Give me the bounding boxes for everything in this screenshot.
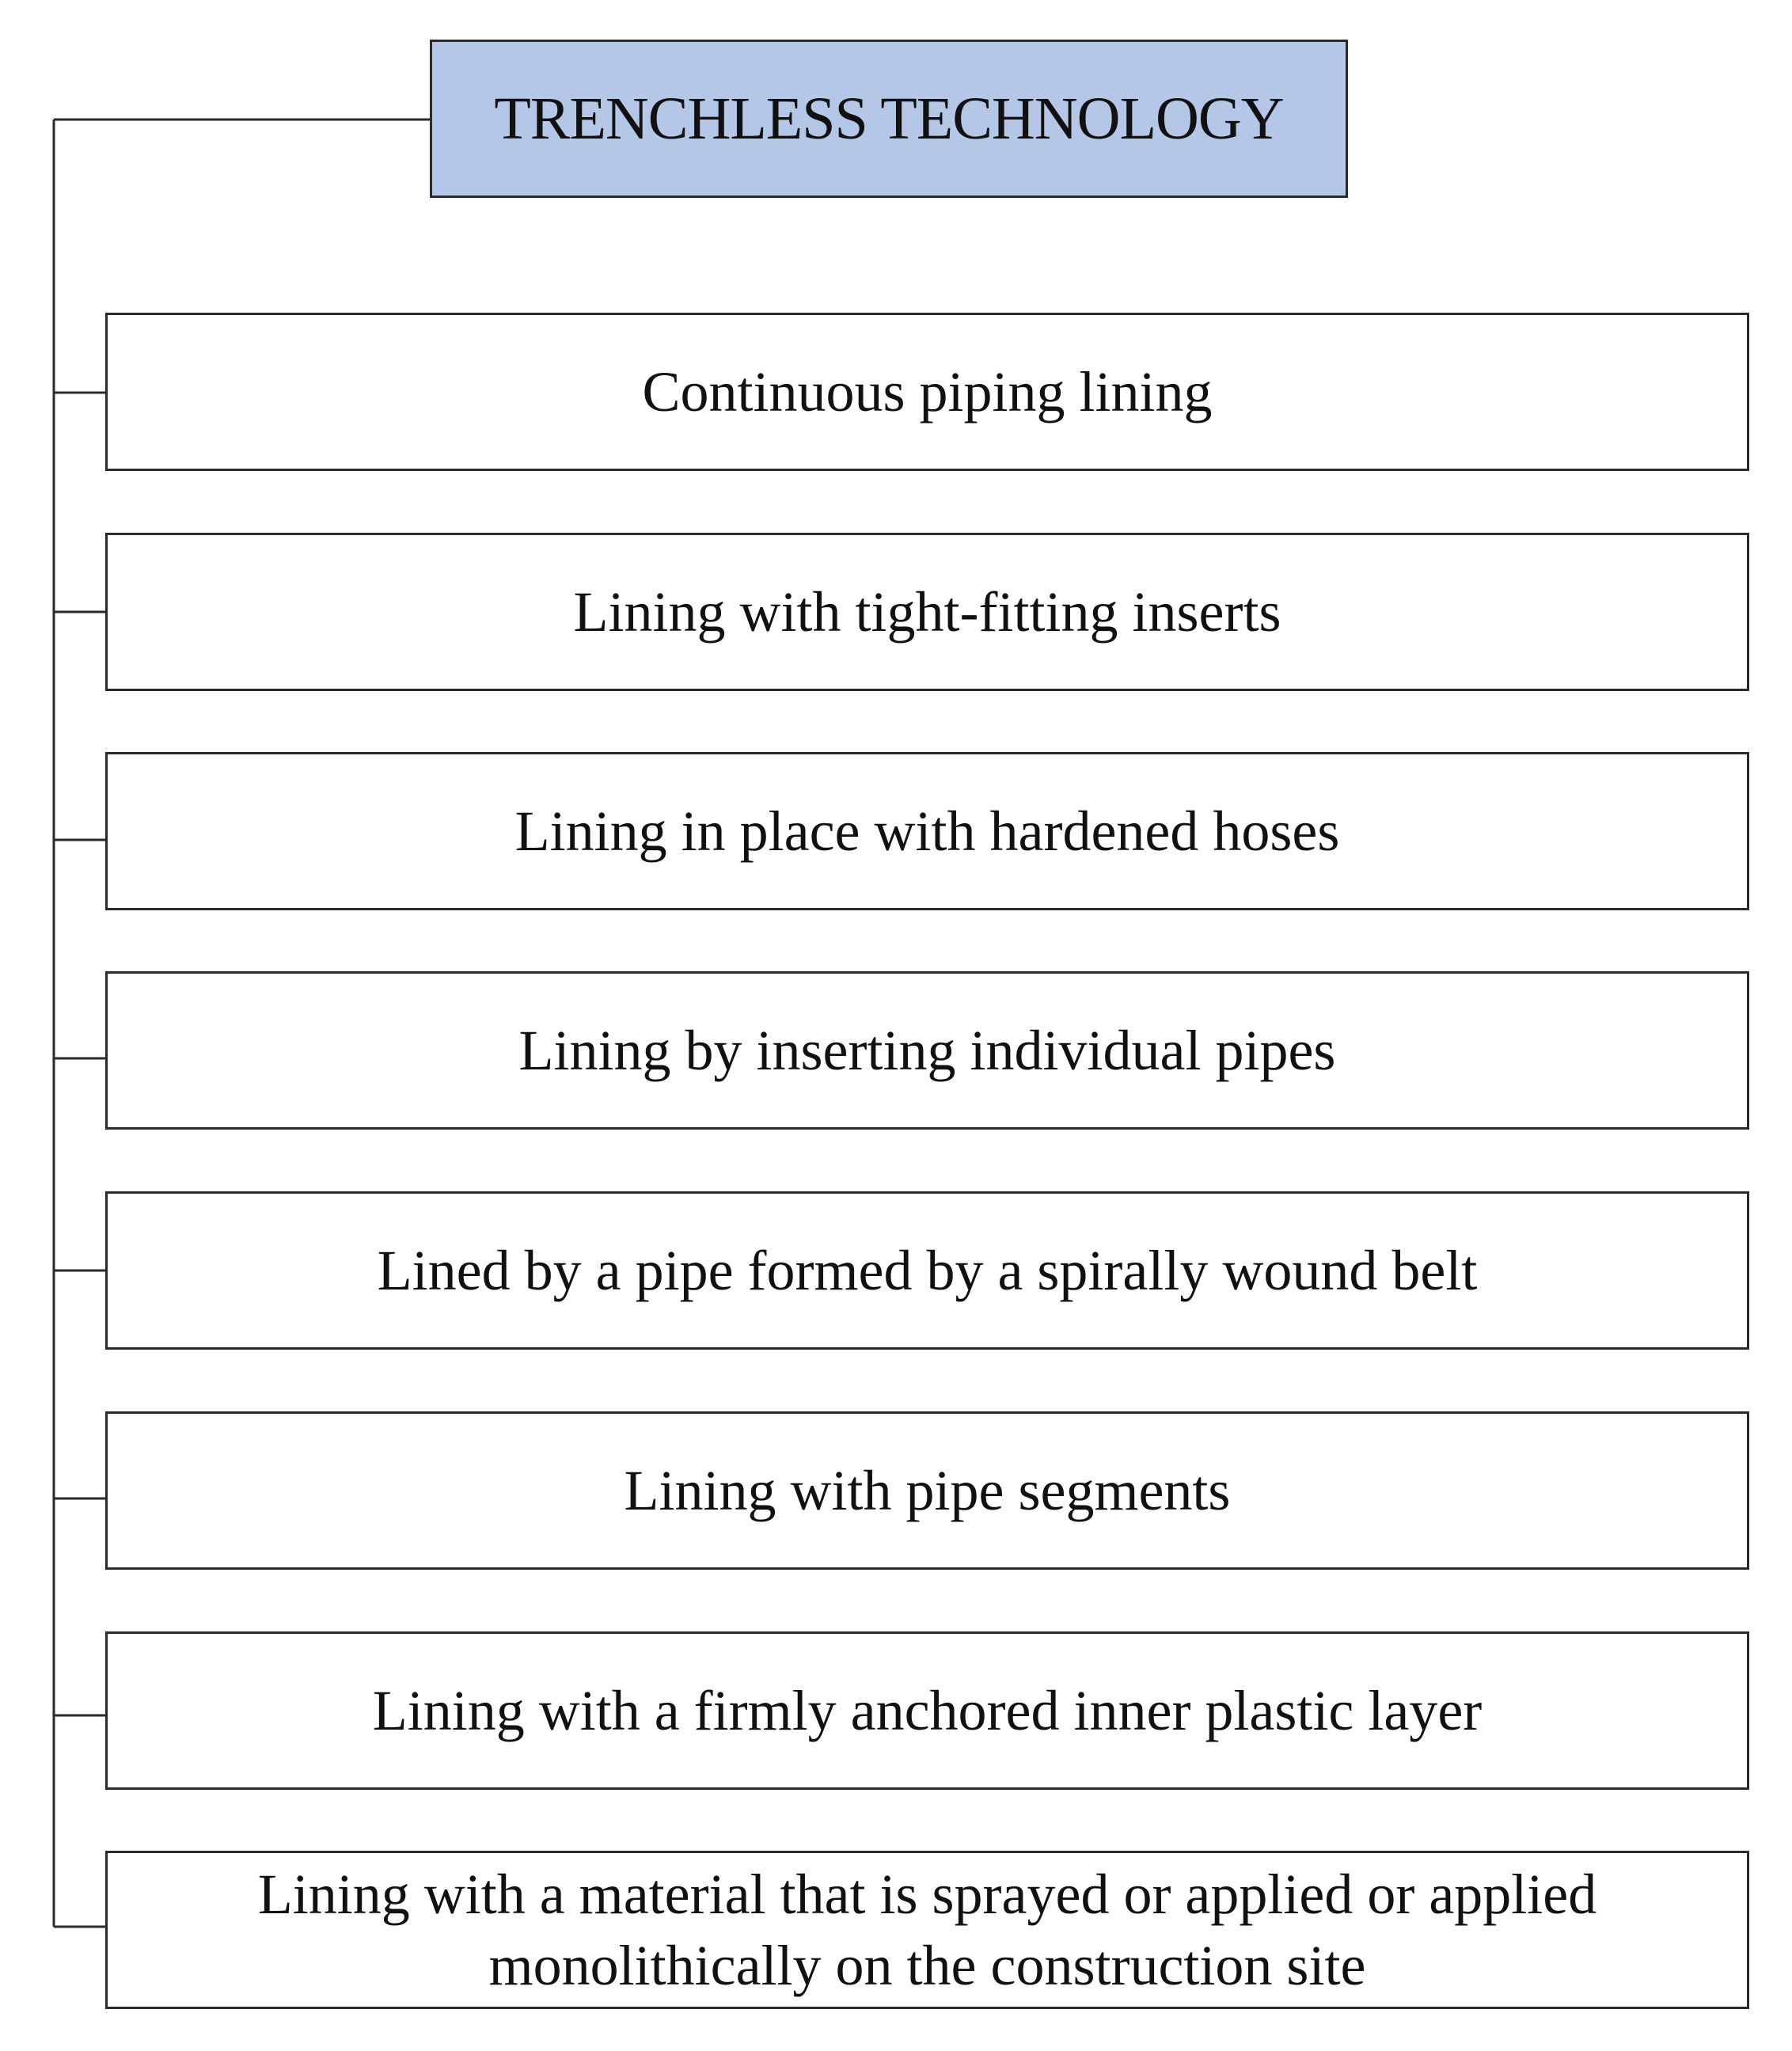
item-node-label: Lining in place with hardened hoses [514,800,1340,863]
item-node-continuous-piping-lining: Continuous piping lining [105,313,1749,471]
item-node-hardened-hoses: Lining in place with hardened hoses [105,752,1749,910]
item-node-label: Lining with a firmly anchored inner plas… [372,1679,1483,1742]
item-node-pipe-segments: Lining with pipe segments [105,1411,1749,1570]
item-node-label: Lining with tight-fitting inserts [573,580,1281,644]
item-node-label: Lined by a pipe formed by a spirally wou… [377,1239,1478,1302]
item-node-label: Lining with a material that is sprayed o… [257,1863,1597,1997]
root-node: TRENCHLESS TECHNOLOGY [430,40,1348,198]
item-node-label: Lining with pipe segments [624,1459,1231,1522]
root-node-label: TRENCHLESS TECHNOLOGY [494,85,1284,152]
item-node-inner-plastic-layer: Lining with a firmly anchored inner plas… [105,1631,1749,1790]
item-node-tight-fitting-inserts: Lining with tight-fitting inserts [105,533,1749,691]
item-node-individual-pipes: Lining by inserting individual pipes [105,971,1749,1130]
item-node-sprayed-material: Lining with a material that is sprayed o… [105,1851,1749,2009]
item-node-label: Continuous piping lining [642,360,1213,423]
item-node-label: Lining by inserting individual pipes [518,1019,1336,1082]
item-node-spirally-wound-belt: Lined by a pipe formed by a spirally wou… [105,1191,1749,1350]
